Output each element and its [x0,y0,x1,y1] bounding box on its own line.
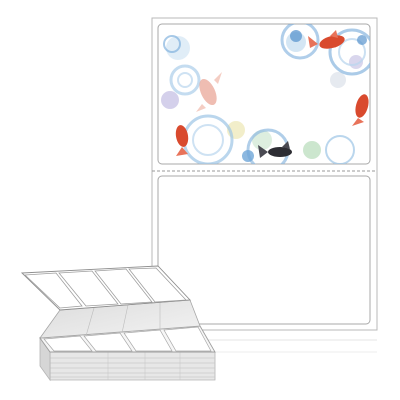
blank-label [157,175,371,325]
koi-red-bottom-left [175,125,189,156]
stack-open-sheet [20,265,191,311]
koi-red-right [352,94,369,126]
koi-black [258,141,292,158]
stack-layers [39,336,216,382]
koi-faded-red [196,72,222,112]
decorated-label [157,23,371,165]
fanfold-stack [20,265,216,382]
koi-pattern [161,24,370,164]
koi-red-top-right [308,30,345,49]
stack-top-face [39,325,216,353]
